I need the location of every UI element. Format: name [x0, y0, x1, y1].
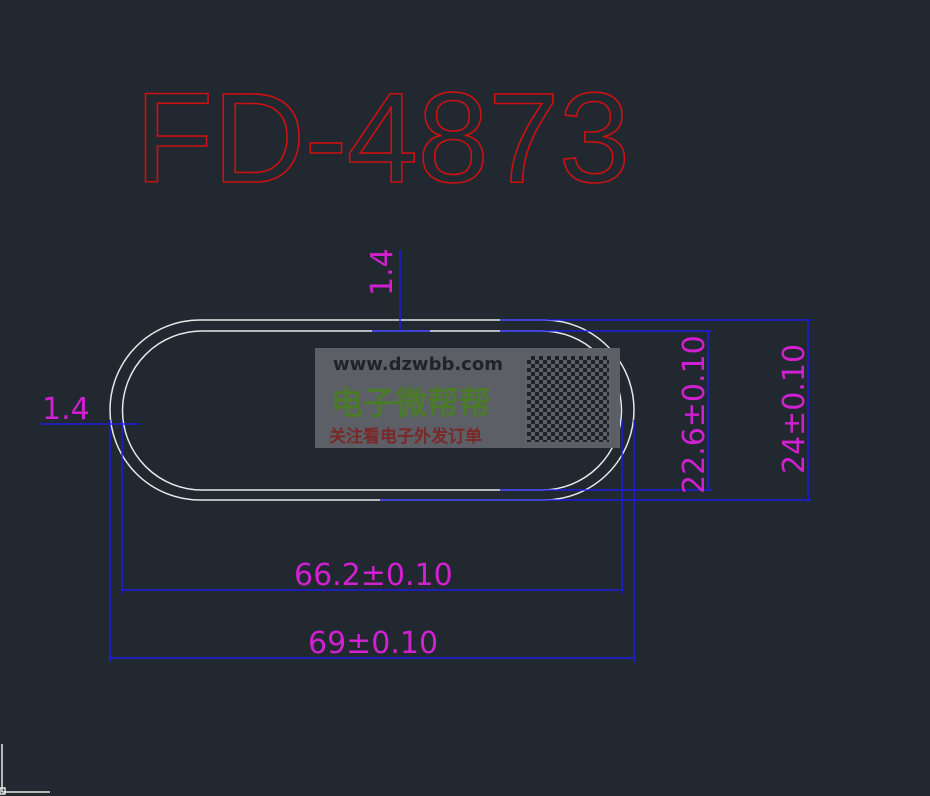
dim-outer-height: 24±0.10: [777, 344, 812, 474]
ucs-icon: [0, 744, 50, 795]
dim-left-thickness: 1.4: [42, 392, 90, 427]
dim-inner-height: 22.6±0.10: [677, 335, 712, 494]
dim-inner-length: 66.2±0.10: [294, 558, 453, 593]
watermark-slogan: 关注看电子外发订单: [329, 427, 482, 447]
qr-code-icon: [527, 356, 609, 442]
dimension-lines: [40, 250, 812, 662]
watermark: www.dzwbb.com 电子微帮帮 关注看电子外发订单: [315, 348, 620, 448]
dim-outer-length: 69±0.10: [308, 626, 438, 661]
part-title: FD-4873: [135, 67, 630, 210]
watermark-url: www.dzwbb.com: [333, 354, 503, 375]
watermark-name: 电子微帮帮: [331, 384, 492, 422]
dim-top-thickness: 1.4: [365, 248, 400, 296]
